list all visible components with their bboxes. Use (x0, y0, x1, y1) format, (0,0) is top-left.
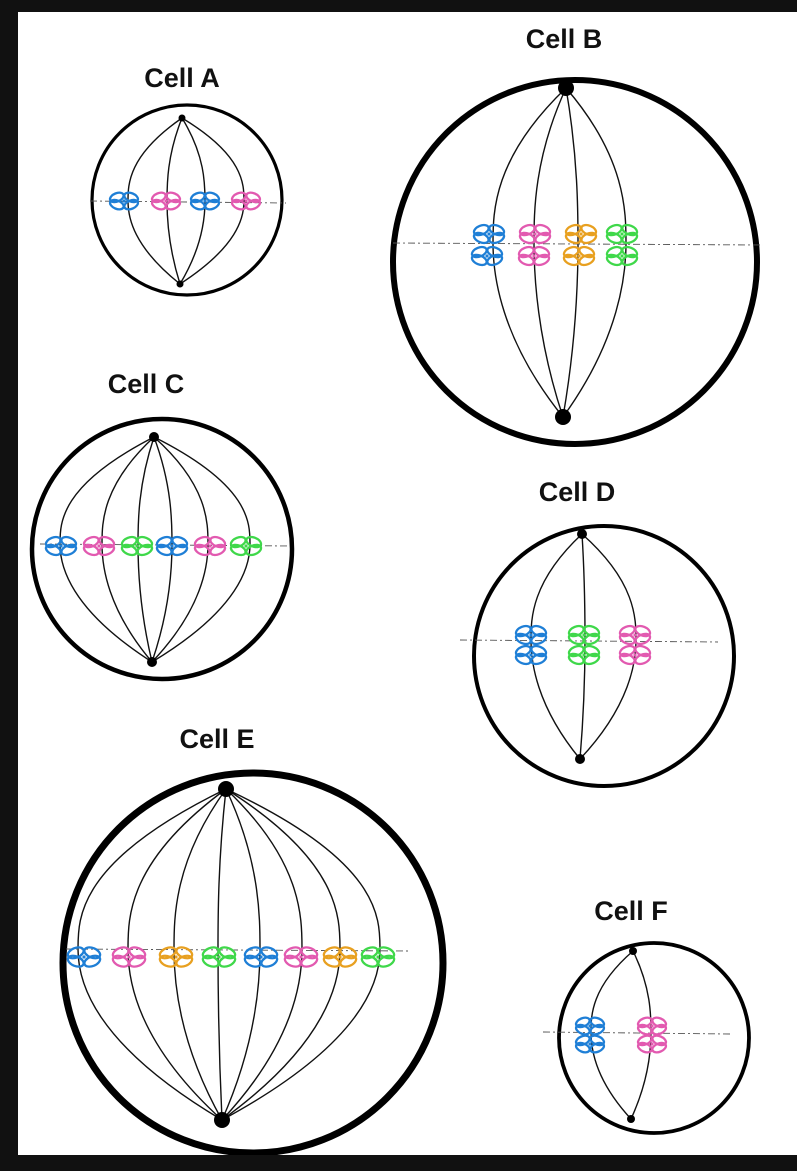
cell-c-spindle-fiber (151, 436, 251, 663)
cell-d-bottom-pole (575, 754, 585, 764)
cell-d-chromosome-blue (514, 644, 548, 666)
cell-d-metaphase-plate (459, 639, 719, 643)
cell-b-top-pole (558, 80, 574, 96)
cell-a-membrane (90, 103, 284, 297)
cell-e-chromosome-green (360, 946, 396, 968)
cell-d-membrane (472, 524, 736, 788)
cell-b-chromosome-blue (470, 245, 504, 267)
cell-b-spindle-fiber (533, 87, 567, 418)
cell-e-membrane (59, 769, 447, 1155)
cell-f-top-pole (629, 947, 637, 955)
cell-f-membrane (557, 941, 751, 1135)
cell-c-chromosome-pink (82, 535, 116, 557)
cell-f: Cell F (542, 896, 751, 1135)
cell-d-chromosome-green (567, 644, 601, 666)
cell-a-label: Cell A (144, 63, 220, 93)
cell-d-chromosome-pink (618, 624, 652, 646)
cell-c-label: Cell C (108, 369, 185, 399)
cell-d: Cell D (459, 477, 736, 788)
cell-e-chromosome-blue (66, 946, 102, 968)
cell-b-spindle-fiber (492, 87, 567, 418)
cell-b-label: Cell B (526, 24, 603, 54)
cell-e-spindle-fiber (221, 788, 261, 1121)
cell-a-top-pole (178, 114, 186, 122)
cell-e-chromosome-orange (158, 946, 194, 968)
cell-c-chromosome-pink (193, 535, 227, 557)
cell-e-chromosome-green (201, 946, 237, 968)
figure-sheet: Cell A Cell B Cell C Cell D Cell E Cell … (18, 12, 797, 1155)
cell-e-spindle-fiber (221, 788, 341, 1121)
cell-b-chromosome-pink (517, 245, 551, 267)
cell-d-top-pole (577, 529, 587, 539)
cell-c-top-pole (149, 432, 159, 442)
cell-f-chromosome-blue (574, 1034, 606, 1054)
cell-c-chromosome-blue (155, 535, 189, 557)
cell-b-metaphase-plate (392, 242, 764, 246)
cell-c-spindle-fiber (59, 436, 155, 663)
cell-f-metaphase-plate (542, 1031, 731, 1035)
cell-e-metaphase-plate (65, 948, 409, 952)
cell-c-chromosome-green (120, 535, 154, 557)
cell-a-spindle-fiber (179, 117, 245, 285)
cell-d-label: Cell D (539, 477, 616, 507)
cell-b-chromosome-green (605, 223, 639, 245)
cell-a-chromosome-blue (189, 191, 221, 211)
cell-c-spindle-fiber (151, 436, 173, 663)
cell-e-bottom-pole (214, 1112, 230, 1128)
cell-e-top-pole (218, 781, 234, 797)
cell-e-chromosome-blue (243, 946, 279, 968)
cell-d-chromosome-green (567, 624, 601, 646)
cell-a-chromosome-pink (150, 191, 182, 211)
cell-b-chromosome-pink (518, 223, 552, 245)
cell-e-chromosome-pink (283, 946, 319, 968)
cell-b: Cell B (390, 24, 764, 447)
cell-f-bottom-pole (627, 1115, 635, 1123)
cell-b-chromosome-green (605, 245, 639, 267)
cell-e-label: Cell E (179, 724, 254, 754)
cell-c-membrane (29, 416, 295, 682)
cell-b-membrane (390, 77, 760, 447)
cell-d-chromosome-pink (618, 644, 652, 666)
cell-c-spindle-fiber (101, 436, 155, 663)
cell-c-chromosome-blue (44, 535, 78, 557)
cell-c: Cell C (29, 369, 295, 682)
cell-b-chromosome-orange (564, 223, 598, 245)
cell-division-diagram: Cell A Cell B Cell C Cell D Cell E Cell … (29, 24, 764, 1155)
cell-b-bottom-pole (555, 409, 571, 425)
cell-f-chromosome-blue (574, 1016, 606, 1036)
cell-c-bottom-pole (147, 657, 157, 667)
cell-b-chromosome-blue (472, 223, 506, 245)
cell-f-chromosome-pink (636, 1034, 668, 1054)
cell-d-chromosome-blue (514, 624, 548, 646)
cell-c-chromosome-green (229, 535, 263, 557)
cell-a-chromosome-pink (230, 191, 262, 211)
cell-a: Cell A (89, 63, 287, 297)
cell-f-label: Cell F (594, 896, 668, 926)
cell-f-chromosome-pink (636, 1016, 668, 1036)
cell-e-chromosome-pink (111, 946, 147, 968)
cell-e-chromosome-orange (322, 946, 358, 968)
cell-a-chromosome-blue (108, 191, 140, 211)
cell-b-chromosome-orange (562, 245, 596, 267)
cell-e: Cell E (59, 724, 447, 1155)
cell-a-bottom-pole (176, 280, 184, 288)
